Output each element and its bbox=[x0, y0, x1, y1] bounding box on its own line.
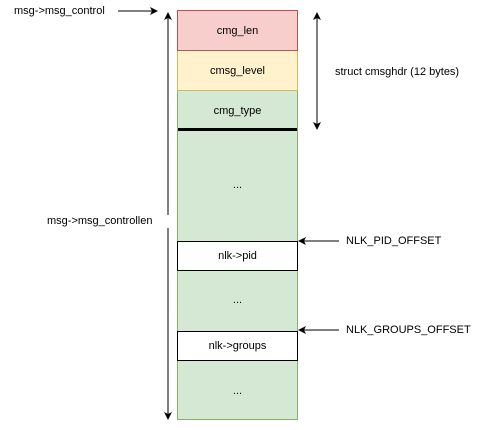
nlk-pid-field: nlk->pid bbox=[177, 241, 298, 271]
cmsg-len-label: cmg_len bbox=[216, 24, 259, 37]
cmsghdr-end-line bbox=[178, 128, 297, 131]
cmsg-level-label: cmsg_level bbox=[209, 64, 266, 77]
cmsghdr-label: struct cmsghdr (12 bytes) bbox=[335, 66, 460, 78]
nlk-pid-label: nlk->pid bbox=[218, 250, 257, 262]
nlk-groups-label: nlk->groups bbox=[208, 340, 267, 352]
msg-controllen-label: msg->msg_controllen bbox=[46, 215, 154, 228]
cmsg-type-label: cmg_type bbox=[213, 105, 262, 117]
cmsg-len-field: cmg_len bbox=[177, 10, 298, 51]
groups-offset-label: NLK_GROUPS_OFFSET bbox=[346, 324, 471, 336]
msg-control-label: msg->msg_control bbox=[14, 5, 105, 17]
ellipsis-1: ... bbox=[232, 179, 243, 191]
nlk-groups-field: nlk->groups bbox=[177, 331, 298, 361]
ellipsis-2: ... bbox=[232, 294, 243, 306]
ellipsis-3: ... bbox=[232, 385, 243, 397]
pid-offset-label: NLK_PID_OFFSET bbox=[346, 235, 442, 247]
cmsg-level-field: cmsg_level bbox=[177, 51, 298, 91]
